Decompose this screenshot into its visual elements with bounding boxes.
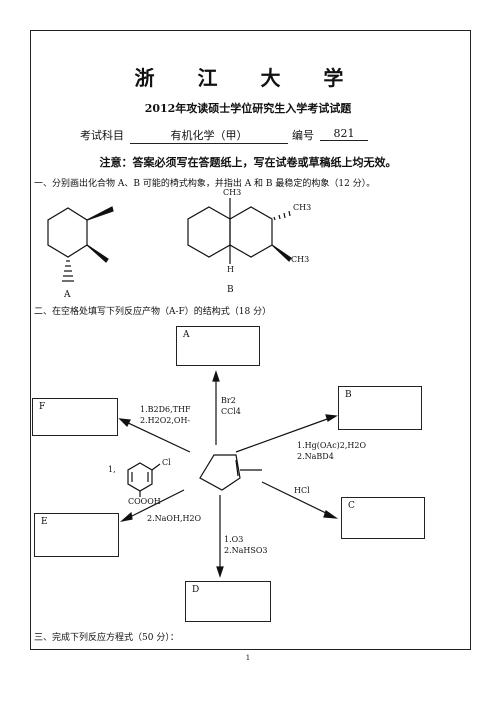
answer-box-a[interactable]: A: [176, 326, 260, 366]
subject-value: 有机化学（甲）: [130, 127, 288, 144]
compound-a-ring: [47, 207, 88, 258]
box-b-label: B: [345, 390, 352, 400]
compound-b-hash: [273, 210, 291, 221]
reagent-e-cl: Cl: [162, 458, 171, 467]
university-title: 浙 江 大 学: [134, 66, 362, 90]
reagent-e-step1: 1,: [108, 465, 116, 474]
compound-b-wedge-bottom: [271, 244, 292, 262]
reagent-d-1: 1.O3: [224, 535, 244, 544]
code-value: 821: [320, 127, 368, 141]
page-number: 1: [245, 654, 251, 662]
reagent-d-2: 2.NaHSO3: [224, 546, 268, 555]
methyl-right-bottom: CH3: [291, 255, 310, 264]
compound-a-wedge-1: [86, 206, 114, 221]
compound-b-ring-left: [187, 206, 231, 258]
box-e-label: E: [41, 517, 48, 527]
reagent-b-2: 2.NaBD4: [297, 452, 334, 461]
reagent-a-1: Br2: [221, 396, 236, 405]
box-c-label: C: [348, 501, 355, 511]
reagent-f-1: 1.B2D6,THF: [140, 405, 191, 414]
answer-box-f[interactable]: F: [32, 398, 118, 436]
box-f-label: F: [39, 402, 46, 412]
methyl-right-top: CH3: [293, 203, 312, 212]
hydrogen-label: H: [227, 265, 234, 274]
exam-title: 2012年攻读硕士学位研究生入学考试试题: [144, 102, 352, 115]
cyclopentene-ring: [199, 454, 241, 491]
reagent-e: 2.NaOH,H2O: [147, 514, 202, 523]
answer-box-c[interactable]: C: [341, 497, 425, 539]
answer-box-b[interactable]: B: [338, 386, 422, 430]
compound-b-ring-right: [229, 206, 273, 258]
box-d-label: D: [192, 585, 200, 595]
answer-box-e[interactable]: E: [34, 513, 119, 557]
question-3: 三、完成下列反应方程式（50 分）：: [34, 633, 179, 643]
reagent-f-2: 2.H2O2,OH-: [140, 416, 191, 425]
page-border: [30, 30, 471, 650]
box-a-label: A: [183, 330, 190, 340]
notice: 注意：答案必须写在答题纸上，写在试卷或草稿纸上均无效。: [99, 156, 397, 169]
code-label: 编号: [292, 129, 314, 142]
reagent-c: HCl: [294, 486, 310, 495]
question-1: 一、分别画出化合物 A、B 可能的椅式构象，并指出 A 和 B 最稳定的构象（1…: [34, 179, 376, 189]
compound-b-label: B: [227, 285, 234, 295]
reagent-a-2: CCl4: [221, 407, 241, 416]
compound-a-wedge-2: [86, 244, 109, 263]
subject-label: 考试科目: [80, 129, 124, 142]
methyl-top: CH3: [223, 188, 242, 197]
answer-box-d[interactable]: D: [185, 581, 271, 622]
compound-a-hash: [62, 260, 74, 282]
reagent-b-1: 1.Hg(OAc)2,H2O: [297, 441, 367, 450]
reagent-e-cooh: COOOH: [128, 497, 161, 506]
compound-a-label: A: [64, 290, 71, 300]
question-2: 二、在空格处填写下列反应产物（A-F）的结构式（18 分）: [34, 307, 272, 317]
